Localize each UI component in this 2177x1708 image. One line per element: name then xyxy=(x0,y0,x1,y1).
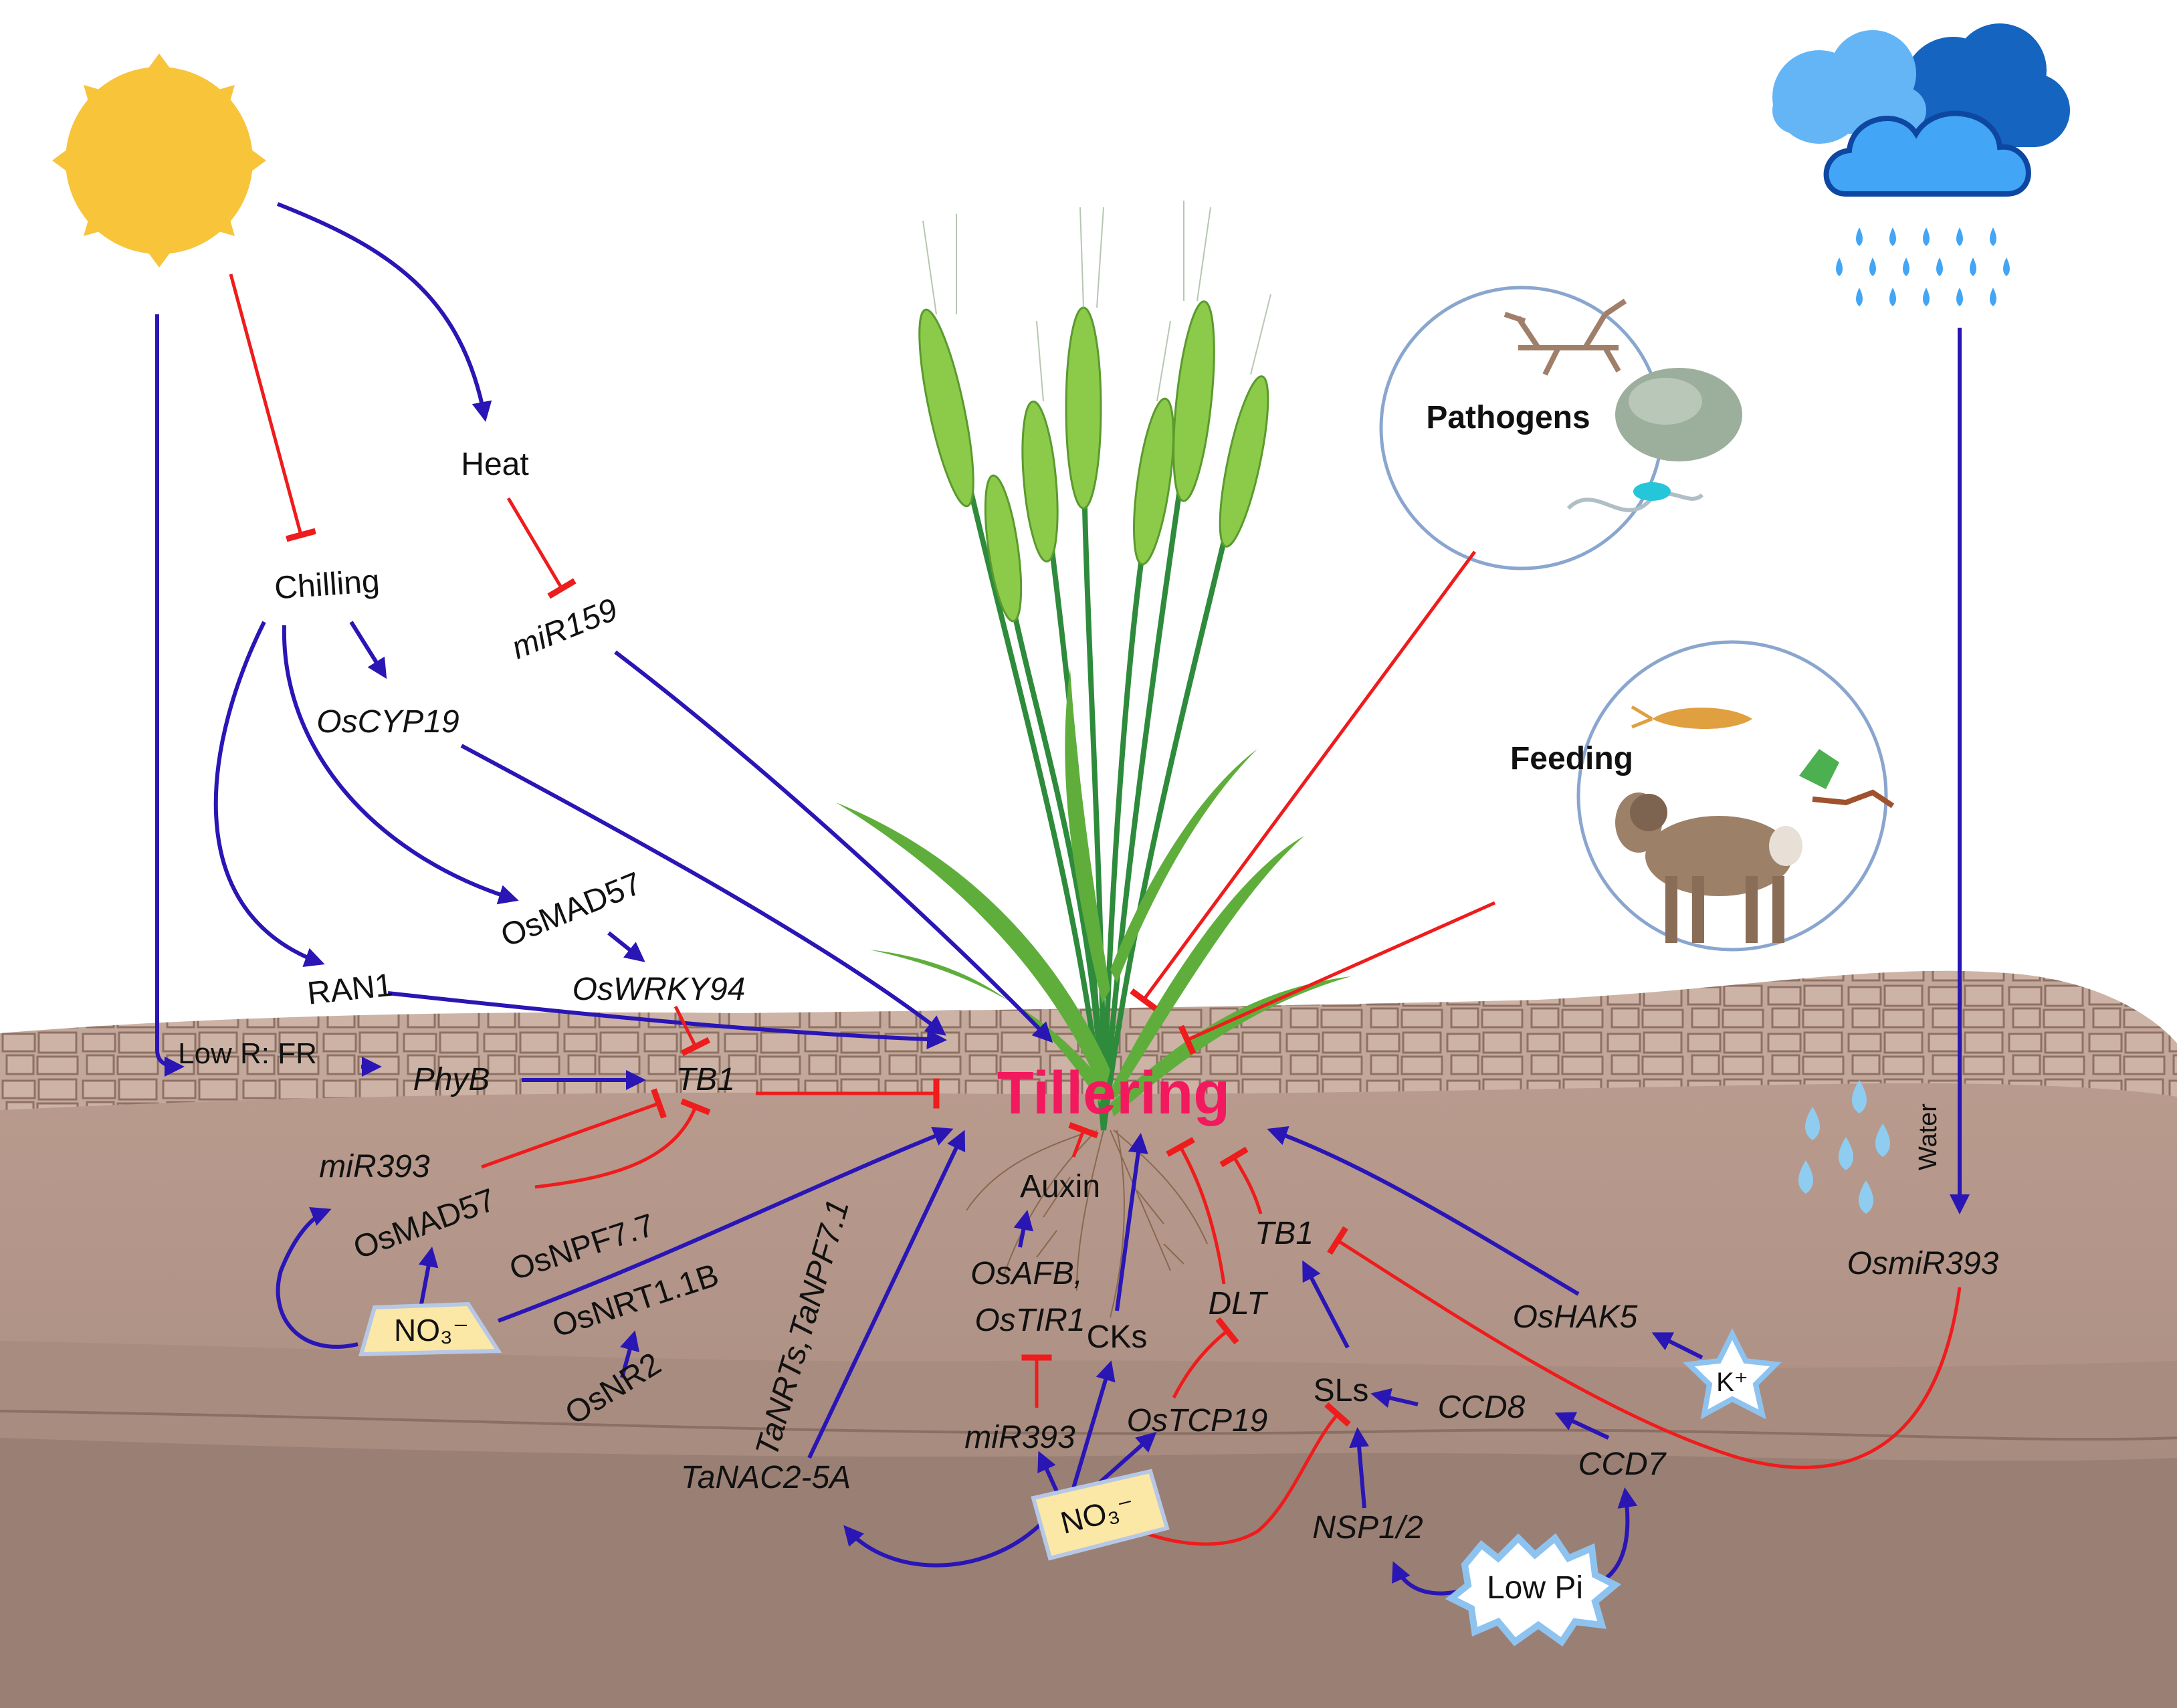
low-pi-badge: Low Pi xyxy=(1445,1533,1622,1647)
no3-left-label: NO₃⁻ xyxy=(394,1313,469,1348)
edge-mir393-tb1 xyxy=(481,1088,667,1169)
inhibition-edges xyxy=(229,274,1962,1546)
edge-ostcp19-dlt xyxy=(1172,1317,1239,1399)
feeding-label: Feeding xyxy=(1510,741,1633,776)
osmad57-top-label: OsMAD57 xyxy=(496,866,647,954)
tb1-left-label: TB1 xyxy=(676,1062,735,1097)
edge-no3-mir393 xyxy=(276,1207,358,1349)
mir393-left-label: miR393 xyxy=(319,1149,430,1184)
edge-tanrts-tillering xyxy=(807,1130,966,1459)
edge-no3c-tanac xyxy=(843,1523,1042,1568)
auxin-label: Auxin xyxy=(1020,1169,1100,1204)
tb1-right-label: TB1 xyxy=(1255,1216,1314,1251)
edge-osnr2-osnrt xyxy=(620,1330,640,1378)
wheat-plant-icon xyxy=(836,201,1351,1318)
edge-no3c-cks xyxy=(1071,1360,1116,1489)
edge-ccd8-sls xyxy=(1370,1388,1419,1408)
dlt-label: DLT xyxy=(1208,1286,1269,1321)
low-rfr-label: Low R: FR xyxy=(178,1037,317,1070)
edge-kplus-oshak5 xyxy=(1651,1332,1703,1360)
edge-no3c-ostcp19 xyxy=(1092,1432,1157,1490)
edge-no3c-mir393 xyxy=(1037,1451,1059,1493)
oscyp19-label: OsCYP19 xyxy=(316,704,459,740)
edge-nsp-sls xyxy=(1349,1427,1370,1509)
kplus-label: K⁺ xyxy=(1716,1368,1748,1397)
edge-dlt-tillering xyxy=(1166,1137,1226,1285)
osmir393-label: OsmiR393 xyxy=(1847,1246,1999,1281)
edge-oswrky94-tb1 xyxy=(673,1005,711,1057)
edge-osafb-auxin xyxy=(1013,1210,1034,1248)
edge-chilling-osmad57 xyxy=(282,625,519,905)
soil-deep-band xyxy=(0,1438,2177,1708)
low-pi-label: Low Pi xyxy=(1487,1570,1583,1606)
oshak5-label: OsHAK5 xyxy=(1513,1299,1638,1335)
ran1-label: RAN1 xyxy=(306,968,395,1012)
edge-osmad57-oswrky94 xyxy=(607,931,645,962)
edge-mir159-tillering xyxy=(614,650,1053,1043)
chilling-label: Chilling xyxy=(274,564,381,607)
edge-sun-lowrfr xyxy=(155,314,185,1077)
edge-auxin-tillering xyxy=(1068,1122,1099,1158)
edge-oscyp19-tillering xyxy=(460,744,946,1036)
edge-no3-osmad57 xyxy=(418,1247,439,1305)
water-drops-icon xyxy=(1798,1080,1890,1214)
edge-osmad57-tb1 xyxy=(534,1098,711,1189)
edge-osmir393-tb1 xyxy=(1327,1226,1962,1469)
osafb-label: OsAFB, xyxy=(970,1256,1083,1291)
ccd7-label: CCD7 xyxy=(1578,1447,1667,1482)
pathogens-label: Pathogens xyxy=(1426,400,1590,435)
edge-sun-chilling xyxy=(229,274,316,542)
ostir1-label: OsTIR1 xyxy=(974,1303,1085,1338)
rain-cloud-icon xyxy=(1772,23,2070,306)
edge-no3c-sls xyxy=(1140,1402,1351,1546)
herbivore-icons xyxy=(1615,705,1895,943)
edge-chilling-oscyp19 xyxy=(349,621,387,679)
edge-sun-heat xyxy=(276,202,492,422)
edge-pathogens-tillering xyxy=(1130,550,1477,1011)
edge-feeding-tillering xyxy=(1178,901,1496,1055)
heat-label: Heat xyxy=(461,447,528,482)
sun-icon xyxy=(52,54,266,268)
ccd8-label: CCD8 xyxy=(1438,1390,1526,1425)
tanac-label: TaNAC2-5A xyxy=(681,1460,851,1495)
oswrky94-label: OsWRKY94 xyxy=(573,972,746,1007)
edge-ran1-tillering xyxy=(387,991,947,1050)
pathogen-icons xyxy=(1504,298,1742,512)
cks-label: CKs xyxy=(1087,1319,1148,1355)
no3-left-badge: NO₃⁻ xyxy=(358,1301,502,1357)
phyb-label: PhyB xyxy=(413,1062,490,1097)
edge-sls-tb1 xyxy=(1302,1260,1350,1349)
nsp12-label: NSP1/2 xyxy=(1312,1510,1423,1545)
edge-oshak5-tillering xyxy=(1267,1126,1580,1296)
edge-tb1r-tillering xyxy=(1219,1146,1263,1214)
water-label: Water xyxy=(1914,1103,1942,1170)
edge-ccd7-ccd8 xyxy=(1554,1412,1610,1440)
mir159-label: miR159 xyxy=(507,592,623,666)
kplus-badge: K⁺ xyxy=(1683,1328,1782,1420)
ostcp19-label: OsTCP19 xyxy=(1127,1403,1268,1438)
edge-cks-tillering xyxy=(1115,1133,1148,1311)
edge-chilling-ran1 xyxy=(213,621,325,967)
sls-label: SLs xyxy=(1314,1373,1369,1408)
edge-no3-tillering xyxy=(497,1126,954,1323)
sheep-icon xyxy=(1615,792,1802,943)
feeding-bubble: Feeding xyxy=(1510,640,1895,952)
pathogens-bubble: Pathogens xyxy=(1379,286,1742,570)
tillering-label: Tillering xyxy=(997,1060,1230,1127)
edge-heat-mir159 xyxy=(506,497,577,599)
mir393-center-label: miR393 xyxy=(964,1420,1075,1455)
no3-center-badge: NO₃⁻ xyxy=(1031,1469,1170,1561)
